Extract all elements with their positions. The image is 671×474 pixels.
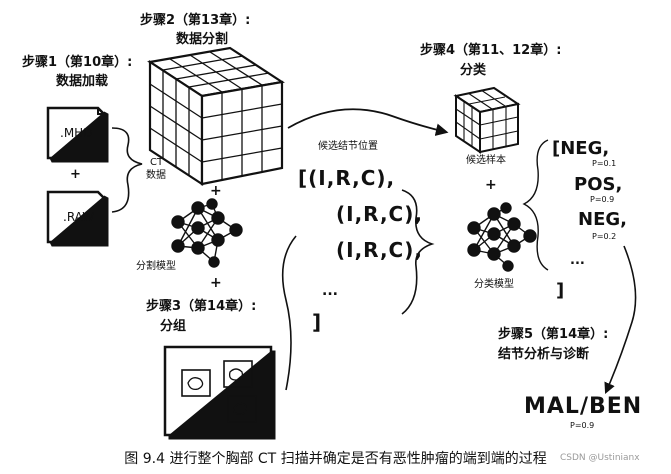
mhd-file-icon	[46, 106, 109, 163]
classification-network-icon	[467, 202, 537, 272]
ct-label: CT	[150, 157, 164, 168]
grouping-box-icon	[163, 345, 276, 440]
results-brace	[522, 139, 549, 271]
step4-title: 步骤4（第11、12章）:	[420, 43, 562, 58]
step2-plus: +	[210, 183, 222, 199]
step1-subtitle: 数据加载	[56, 74, 109, 89]
final-diagnosis-label: MAL/BEN	[524, 394, 643, 419]
step3-plus: +	[210, 275, 222, 291]
files-plus: +	[70, 167, 81, 182]
candidate-positions-label: 候选结节位置	[318, 141, 378, 152]
result-close-bracket: ]	[556, 280, 565, 301]
result-p-3: P=0.2	[592, 232, 617, 241]
ct-data-label: 数据	[146, 170, 166, 181]
step3-title: 步骤3（第14章）:	[146, 299, 257, 314]
sample-cube-icon	[453, 86, 521, 154]
result-ellipsis: ...	[570, 253, 585, 268]
candidate-close-bracket: ]	[312, 310, 323, 334]
grouping-to-candidates-arrow	[281, 235, 297, 391]
step5-subtitle: 结节分析与诊断	[498, 347, 590, 362]
watermark: CSDN @Ustinianx	[560, 453, 640, 463]
raw-file-label: .RAW	[63, 210, 95, 224]
step2-title: 步骤2（第13章）:	[140, 13, 251, 28]
mhd-file-label: .MHD	[60, 126, 93, 140]
step3-subtitle: 分组	[160, 319, 187, 334]
result-neg-1: [NEG,	[552, 138, 610, 159]
segmentation-model-label: 分割模型	[136, 261, 176, 272]
candidate-line-1: [(I,R,C),	[298, 166, 396, 190]
raw-file-icon	[46, 190, 109, 247]
candidate-line-2: (I,R,C),	[336, 202, 423, 226]
candidate-sample-label: 候选样本	[466, 155, 506, 166]
result-p-1: P=0.1	[592, 159, 617, 168]
classification-model-label: 分类模型	[474, 279, 514, 290]
result-pos: POS,	[574, 174, 623, 195]
result-p-2: P=0.9	[590, 195, 615, 204]
final-diagnosis-p: P=0.9	[570, 421, 595, 430]
step4-subtitle: 分类	[460, 63, 487, 78]
candidates-brace	[401, 189, 435, 315]
figure-caption: 图 9.4 进行整个胸部 CT 扫描并确定是否有恶性肿瘤的端到端的过程	[124, 451, 547, 467]
step5-title: 步骤5（第14章）:	[498, 327, 609, 342]
step2-subtitle: 数据分割	[176, 32, 229, 47]
segmentation-network-icon	[171, 198, 243, 268]
result-neg-2: NEG,	[578, 209, 627, 230]
candidate-ellipsis: ...	[322, 283, 338, 299]
candidate-line-3: (I,R,C),	[336, 238, 423, 262]
step1-title: 步骤1（第10章）:	[22, 55, 133, 70]
step4-plus: +	[485, 177, 497, 193]
ct-to-step4-arrow	[287, 108, 449, 136]
files-brace	[111, 127, 143, 213]
results-to-diagnosis-arrow	[604, 245, 637, 395]
ct-cube-icon	[147, 46, 285, 187]
